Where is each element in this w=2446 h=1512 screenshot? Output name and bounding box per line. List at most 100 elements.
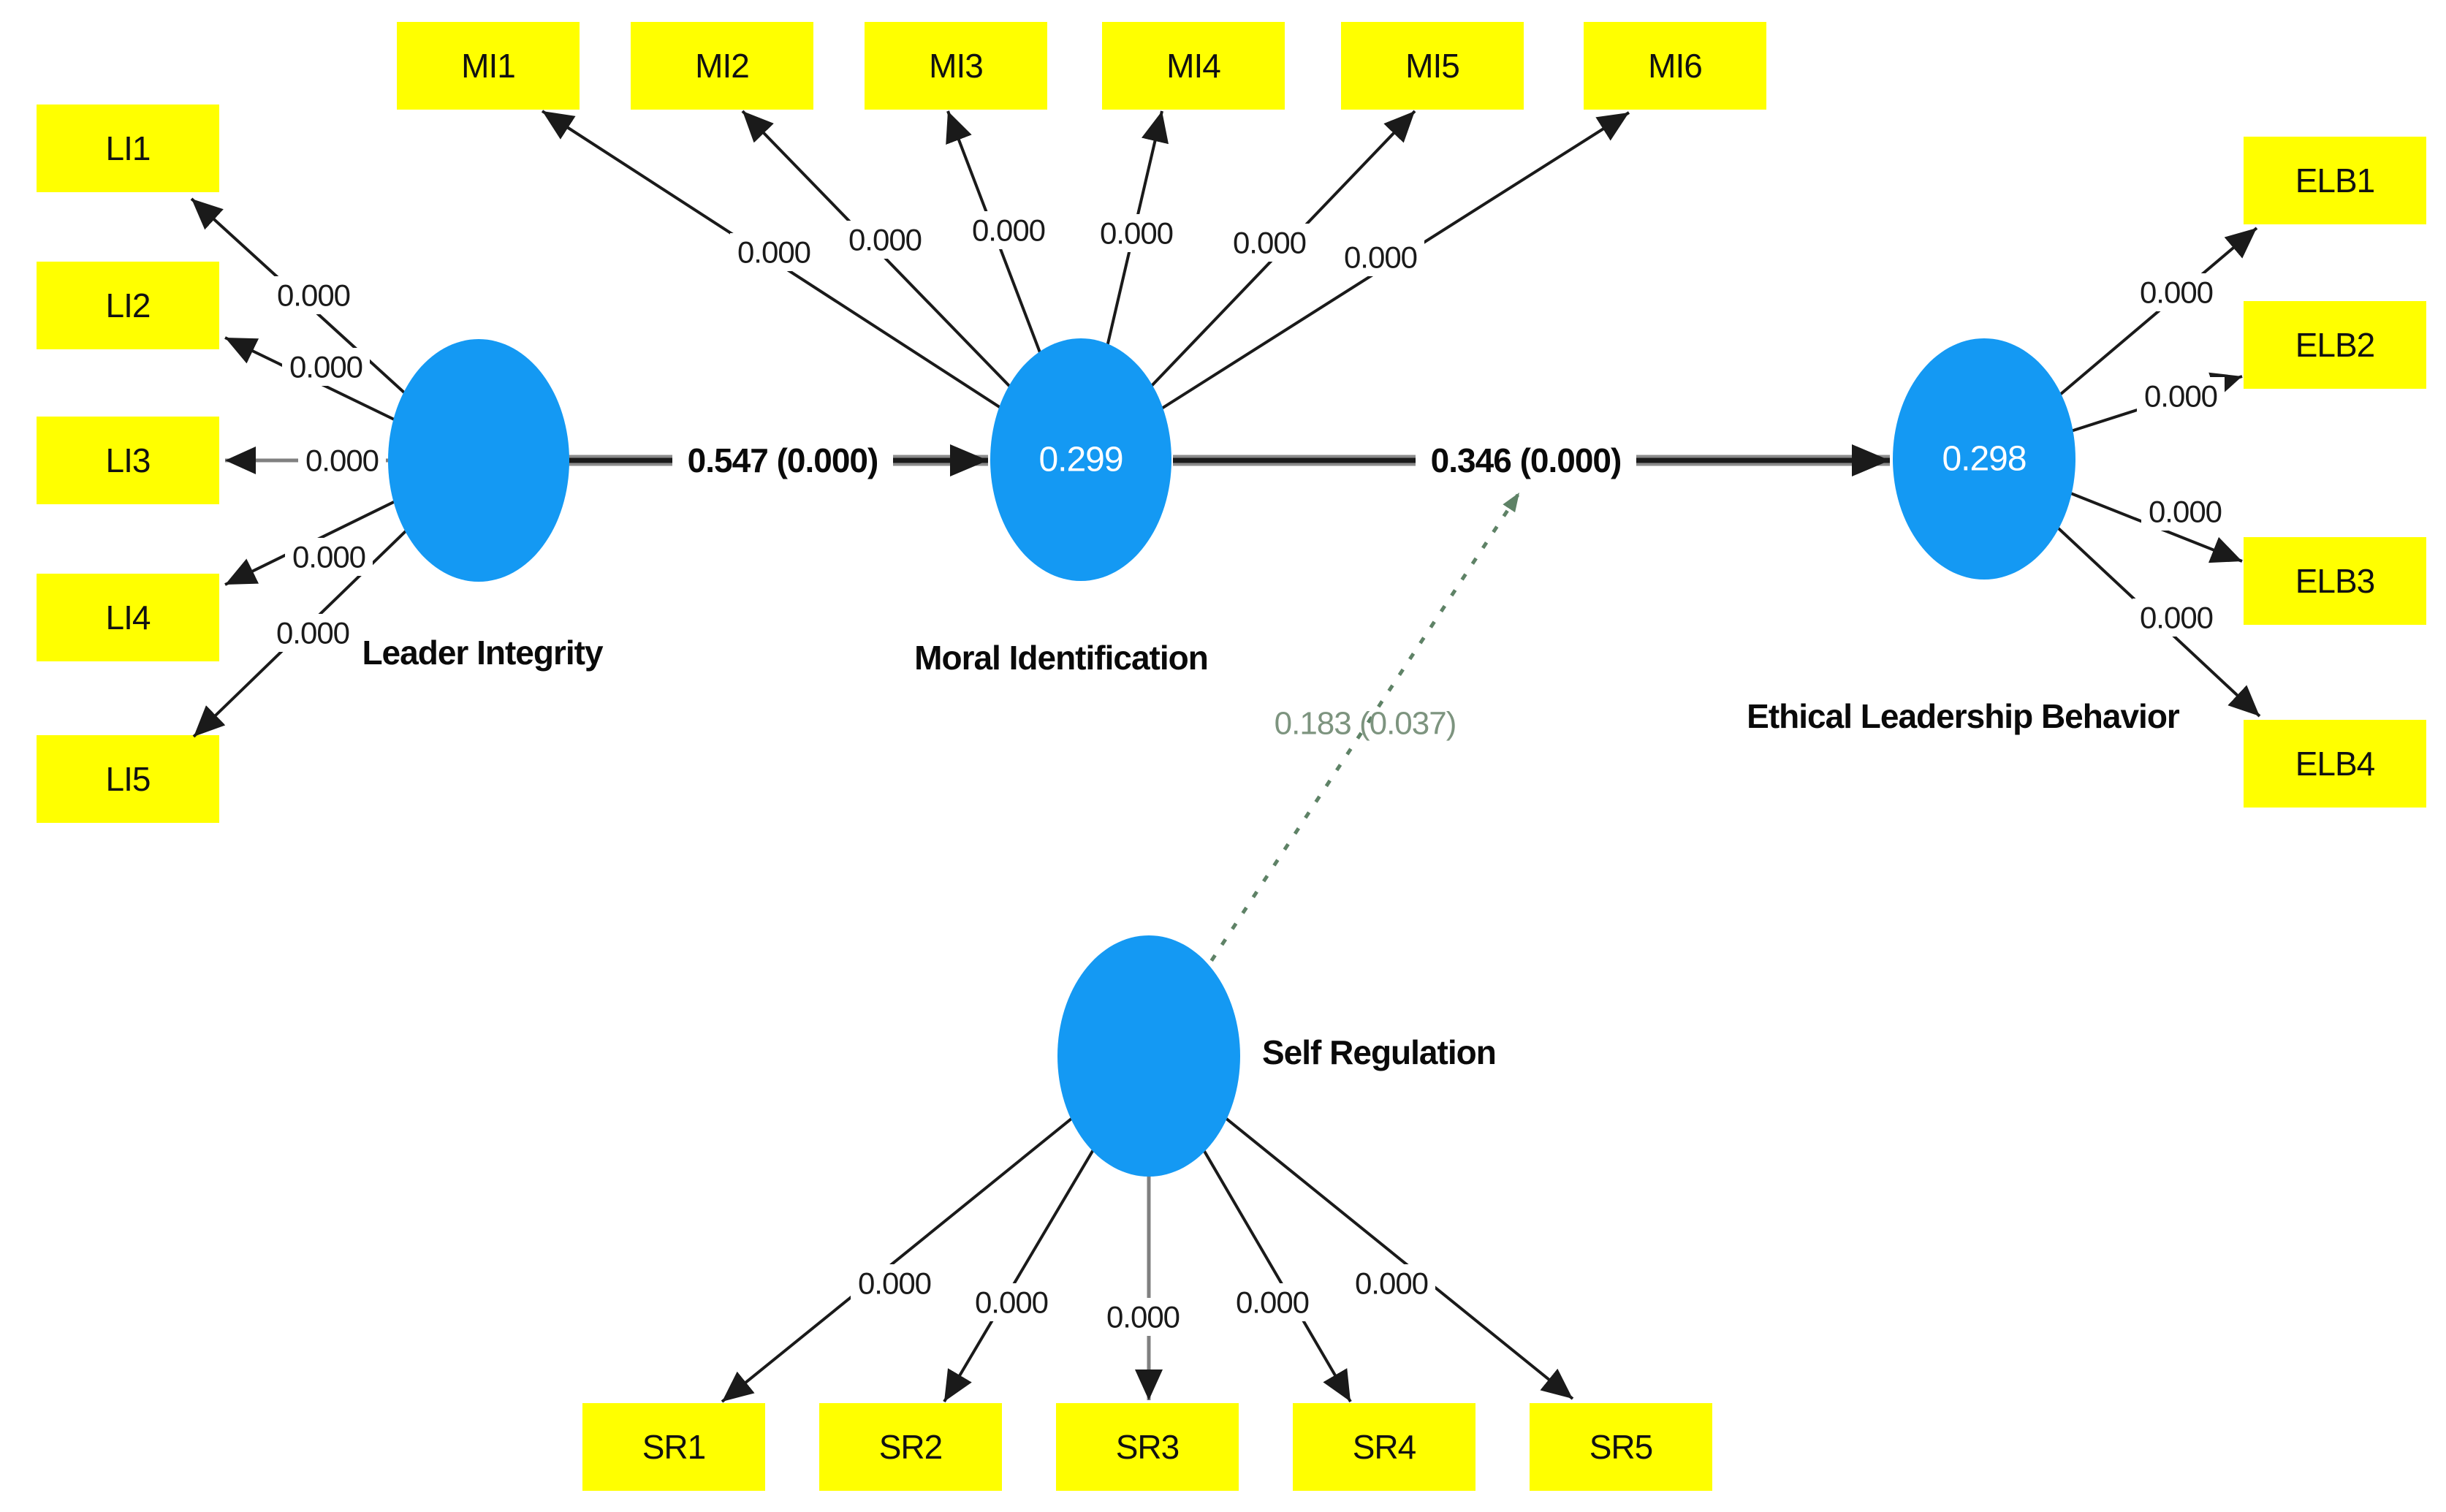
- indicator-label-sr4: SR4: [1353, 1428, 1416, 1466]
- indicator-box-mi4[interactable]: [1102, 22, 1285, 110]
- loading-value-sr1: 0.000: [858, 1266, 931, 1301]
- indicator-label-li5: LI5: [106, 760, 151, 798]
- indicator-label-sr3: SR3: [1116, 1428, 1179, 1466]
- latent-name-ethical-leadership-behavior: Ethical Leadership Behavior: [1747, 697, 2180, 735]
- indicator-label-elb4: ELB4: [2295, 745, 2375, 783]
- path-coefficient-li-to-mi: 0.547 (0.000): [688, 441, 878, 479]
- indicator-box-li2[interactable]: [37, 262, 219, 349]
- loading-label-bg: [298, 441, 386, 479]
- loading-label-bg: [730, 233, 818, 271]
- loading-value-elb2: 0.000: [2144, 379, 2217, 414]
- indicator-box-mi2[interactable]: [631, 22, 813, 110]
- latent-ethical-leadership-behavior[interactable]: [1893, 338, 2075, 580]
- indicator-box-elb2[interactable]: [2244, 301, 2426, 389]
- indicator-label-elb3: ELB3: [2295, 562, 2375, 600]
- loading-label-bg: [851, 1264, 938, 1302]
- loading-label-bg: [1228, 1283, 1316, 1321]
- loading-label-bg: [2137, 377, 2225, 415]
- indicator-label-mi1: MI1: [461, 47, 515, 85]
- indicator-box-sr2[interactable]: [819, 1403, 1002, 1491]
- loading-value-mi3: 0.000: [972, 213, 1045, 248]
- indicator-label-mi6: MI6: [1648, 47, 1702, 85]
- measurement-edge-mi-mi6[interactable]: [1079, 111, 1630, 461]
- loading-value-sr3: 0.000: [1106, 1300, 1180, 1334]
- indicator-label-elb1: ELB1: [2295, 162, 2375, 200]
- r-squared-value-mi: 0.299: [1038, 441, 1123, 479]
- indicator-label-li2: LI2: [106, 286, 151, 324]
- path-coefficient-mi-to-elb: 0.346 (0.000): [1431, 441, 1622, 479]
- loading-value-li3: 0.000: [305, 444, 379, 478]
- loading-label-bg: [2132, 599, 2220, 637]
- loading-value-elb1: 0.000: [2140, 276, 2213, 310]
- indicator-box-sr4[interactable]: [1293, 1403, 1475, 1491]
- moderation-coefficient-label: 0.183 (0.037): [1275, 706, 1456, 742]
- indicator-box-sr5[interactable]: [1530, 1403, 1712, 1491]
- loading-value-li2: 0.000: [289, 350, 362, 384]
- indicator-box-mi3[interactable]: [865, 22, 1047, 110]
- loading-label-bg: [841, 221, 929, 259]
- indicator-box-li3[interactable]: [37, 417, 219, 504]
- loading-label-bg: [965, 211, 1052, 249]
- loading-value-elb3: 0.000: [2149, 495, 2222, 529]
- loading-label-bg: [285, 538, 373, 576]
- loading-value-sr2: 0.000: [975, 1285, 1048, 1320]
- indicator-box-li1[interactable]: [37, 105, 219, 192]
- path-label-bg: [1416, 436, 1636, 485]
- measurement-edge-mi-mi1[interactable]: [541, 110, 1082, 461]
- loading-value-mi1: 0.000: [737, 235, 810, 270]
- loading-label-bg: [2132, 273, 2220, 311]
- indicator-label-mi2: MI2: [695, 47, 749, 85]
- latent-self-regulation[interactable]: [1057, 935, 1240, 1177]
- latent-name-self-regulation: Self Regulation: [1262, 1033, 1496, 1071]
- loading-label-bg: [270, 276, 357, 314]
- indicator-box-mi6[interactable]: [1584, 22, 1766, 110]
- loading-label-bg: [2141, 493, 2229, 531]
- loading-label-bg: [1226, 224, 1313, 262]
- latent-leader-integrity[interactable]: [388, 339, 569, 582]
- measurement-edges-layer: [190, 110, 2261, 1403]
- indicator-box-sr3[interactable]: [1056, 1403, 1239, 1491]
- loading-label-bg: [1093, 214, 1180, 252]
- indicator-label-elb2: ELB2: [2295, 326, 2375, 364]
- loadings-layer: 0.000 0.000 0.000 0.000 0.000 0.000 0.000 0.000…: [269, 211, 2229, 1336]
- loading-value-mi5: 0.000: [1233, 226, 1306, 260]
- loading-value-li5: 0.000: [276, 616, 349, 650]
- indicator-box-mi5[interactable]: [1341, 22, 1524, 110]
- indicator-label-li4: LI4: [106, 599, 151, 637]
- loading-label-bg: [1099, 1298, 1187, 1336]
- loading-value-mi2: 0.000: [848, 223, 922, 257]
- loading-label-bg: [968, 1283, 1055, 1321]
- latent-moral-identification[interactable]: [990, 338, 1171, 581]
- loading-value-elb4: 0.000: [2140, 601, 2213, 635]
- indicator-box-elb4[interactable]: [2244, 720, 2426, 808]
- path-label-bg: [672, 436, 893, 485]
- indicator-label-sr1: SR1: [642, 1428, 705, 1466]
- loading-value-mi6: 0.000: [1344, 240, 1417, 275]
- loading-label-bg: [282, 348, 370, 386]
- indicator-label-li1: LI1: [106, 129, 151, 167]
- latent-name-leader-integrity: Leader Integrity: [362, 634, 604, 672]
- loading-label-bg: [1348, 1264, 1435, 1302]
- structural-paths-layer: 0.547 (0.000) 0.346 (0.000): [512, 436, 1890, 485]
- indicator-box-elb1[interactable]: [2244, 137, 2426, 224]
- loading-label-bg: [269, 614, 357, 652]
- indicator-label-mi4: MI4: [1166, 47, 1220, 85]
- loading-value-sr4: 0.000: [1236, 1285, 1309, 1320]
- latent-name-moral-identification: Moral Identification: [914, 639, 1208, 677]
- moderation-layer: 0.183 (0.037): [1147, 491, 1522, 1057]
- indicator-box-sr1[interactable]: [582, 1403, 765, 1491]
- loading-value-li4: 0.000: [292, 540, 365, 574]
- loading-value-mi4: 0.000: [1100, 216, 1173, 251]
- indicator-label-sr2: SR2: [879, 1428, 942, 1466]
- loading-label-bg: [1337, 238, 1424, 276]
- indicator-box-li4[interactable]: [37, 574, 219, 661]
- indicator-box-li5[interactable]: [37, 735, 219, 823]
- indicator-label-mi5: MI5: [1405, 47, 1459, 85]
- indicator-box-elb3[interactable]: [2244, 537, 2426, 625]
- indicator-box-mi1[interactable]: [397, 22, 580, 110]
- r-squared-value-elb: 0.298: [1942, 440, 2026, 479]
